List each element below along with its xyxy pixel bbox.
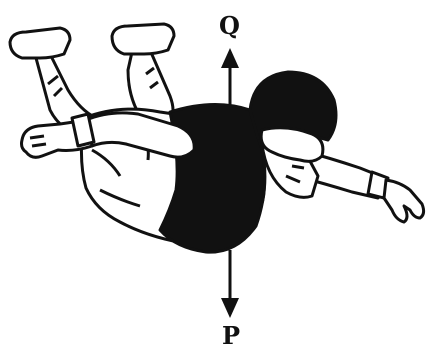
right-leg (112, 24, 174, 120)
right-hand (384, 180, 424, 222)
right-boot (112, 24, 174, 54)
left-boot (10, 28, 70, 58)
label-bottom: P (222, 321, 240, 349)
arrow-head-up (221, 48, 239, 68)
arrow-head-down (221, 298, 239, 318)
label-top: Q (219, 11, 240, 40)
